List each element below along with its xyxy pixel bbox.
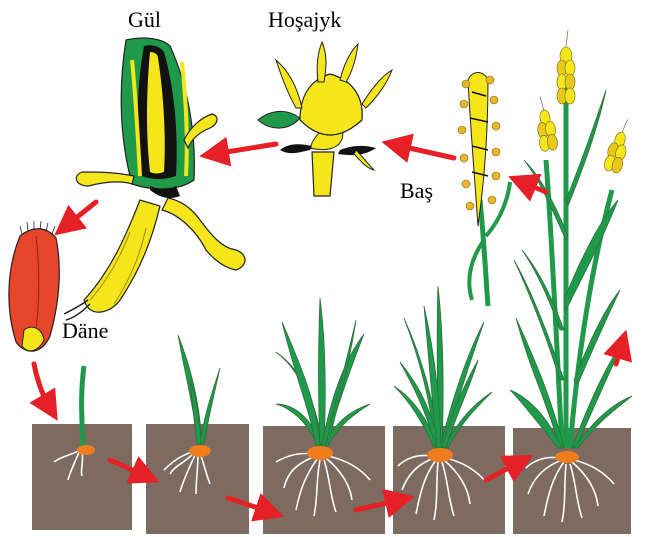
label-spike: Baş <box>400 178 433 203</box>
label-floret: Hoşajyk <box>268 7 341 32</box>
label-flower: Gül <box>128 7 161 32</box>
label-grain: Däne <box>62 318 108 343</box>
seed-2 <box>189 445 211 457</box>
arrow-flower-to-grain <box>66 202 96 226</box>
wheat-heads <box>533 30 634 174</box>
spike-illustration <box>458 73 510 307</box>
grain-illustration <box>9 221 59 351</box>
arrow-floret-to-flower <box>214 144 276 154</box>
arrow-stage5-up <box>616 344 622 364</box>
seed-3 <box>307 446 333 460</box>
seed-1 <box>77 445 95 455</box>
floret-illustration <box>258 42 392 196</box>
soil-boxes <box>32 424 631 534</box>
seed-5 <box>555 451 579 463</box>
arrow-grain-to-soil <box>34 364 50 408</box>
flower-illustration <box>64 38 245 320</box>
seed-4 <box>427 448 453 462</box>
arrow-spike-to-floret <box>396 145 454 158</box>
